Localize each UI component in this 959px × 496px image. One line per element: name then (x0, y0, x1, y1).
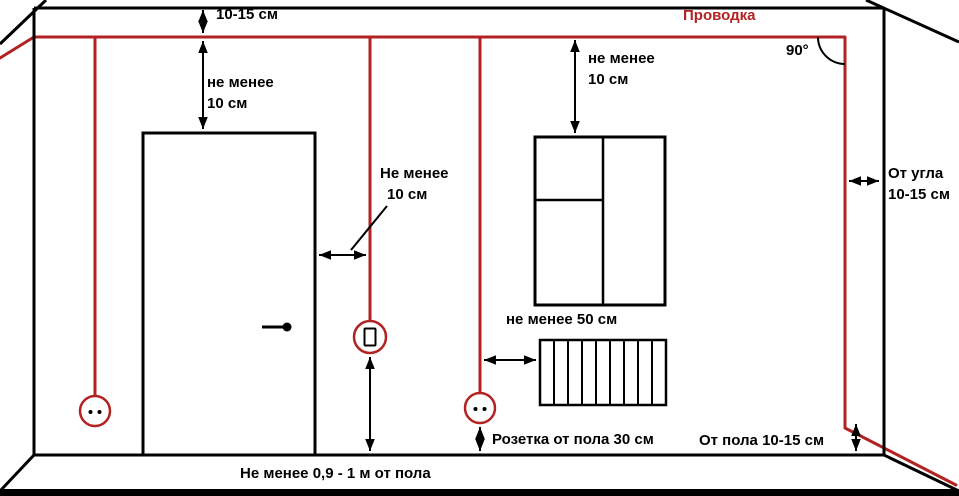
outlet-pin-hole (97, 410, 102, 414)
outlet-icon-right (463, 391, 497, 425)
corner-bottom-right (883, 453, 959, 493)
outlet-icon-left (78, 394, 112, 428)
corner-bottom-left (0, 453, 36, 493)
outlet-body (463, 391, 497, 425)
label-line: не менее (588, 50, 655, 67)
dimension-arrows (198, 9, 879, 451)
label-line: не менее (207, 74, 274, 91)
window (533, 135, 667, 307)
label-line: 10-15 см (888, 186, 950, 203)
wiring-main-run (0, 35, 958, 487)
door-leaf (141, 131, 317, 457)
outlet-body (78, 394, 112, 428)
radiator (538, 338, 668, 407)
angle-arc (817, 36, 846, 65)
label-line: 10 см (588, 71, 629, 88)
wiring-title: Проводка (683, 7, 756, 24)
label-corner-gap: От угла 10-15 см (888, 163, 950, 205)
wiring (0, 35, 958, 487)
label-line: Не менее (380, 165, 449, 182)
switch-icon (352, 319, 388, 355)
door-handle-knob (282, 322, 292, 332)
label-wire-to-window: не менее 10 см (588, 48, 655, 90)
label-line: От угла (888, 165, 944, 182)
label-radiator-gap: не менее 50 см (506, 311, 618, 328)
switch-rocker (363, 327, 377, 347)
label-ceiling-gap: 10-15 см (216, 6, 278, 23)
label-switch-floor-height: Не менее 0,9 - 1 м от пола (240, 465, 431, 482)
corner-top-left (0, 0, 48, 46)
door (141, 131, 317, 457)
outlet-pin-hole (88, 410, 93, 414)
switch-body (352, 319, 388, 355)
outlet-pin-hole (482, 407, 487, 411)
radiator-fins (553, 340, 653, 405)
floor-baseboard (0, 489, 959, 496)
leader-door-side-gap (350, 205, 388, 251)
label-angle: 90° (786, 42, 809, 59)
label-wire-to-door-top: не менее 10 см (207, 72, 274, 114)
label-line: 10 см (207, 95, 248, 112)
radiator-body (538, 338, 668, 407)
corner-top-right (865, 0, 959, 44)
label-door-side-gap: Не менее 10 см (380, 163, 449, 205)
window-frame (533, 135, 667, 307)
label-line: 10 см (387, 186, 428, 203)
door-handle-icon (262, 322, 292, 332)
label-outlet-floor-height: Розетка от пола 30 см (492, 431, 654, 448)
outlet-pin-hole (473, 407, 478, 411)
label-floor-gap: От пола 10-15 см (699, 432, 825, 449)
